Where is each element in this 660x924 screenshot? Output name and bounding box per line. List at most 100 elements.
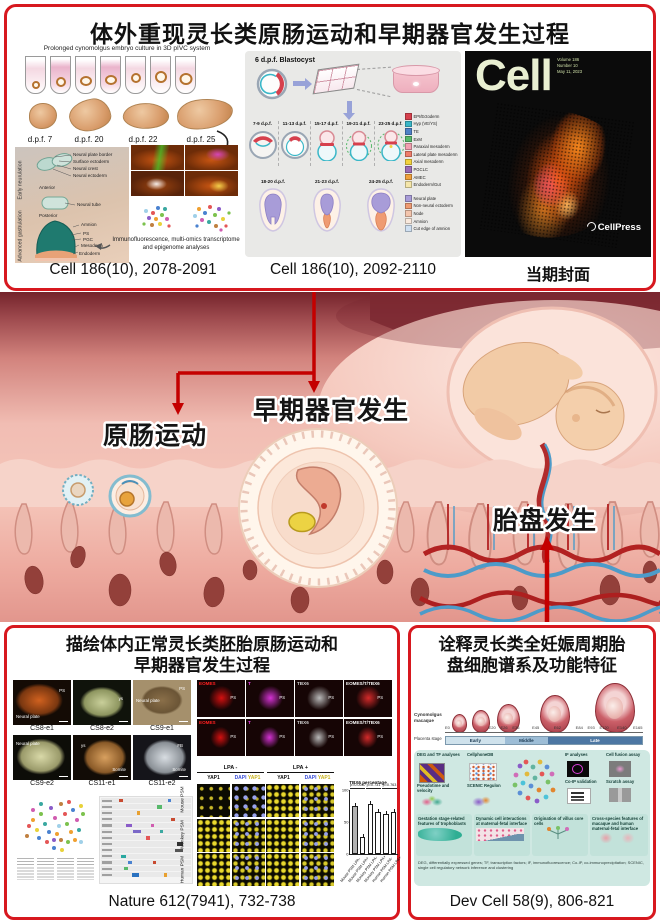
finding-box-2: Dynamic cell interactions at maternal-fe… [474,814,530,856]
schematic-subpanel: 6 d.p.f. Blastocyst 7-9 d.p.f. 11-13 d.p [245,51,461,257]
col-dapi-yap1: DAPI YAP1 [234,775,261,781]
stage-early: Early [446,737,505,744]
umap-legend-microtext [17,858,94,880]
trophoblast-art [418,828,462,842]
if-quad-images [131,145,238,196]
tissue-legend: Neural plate Non-neural ectoderm Node Am… [405,195,459,233]
invitro-panel: 体外重现灵长类原肠运动和早期器官发生过程 Prolonged cynomolgu… [4,4,656,291]
swatch [405,135,412,143]
if-thumb [567,761,589,777]
dashed-connector [356,66,391,70]
legend-item: Lateral plate mesoderm [405,150,459,158]
late-stage-label: 18-20 d.p.f. [261,179,285,184]
culture-subpanel: Prolonged cynomolgus embryo culture in 3… [13,45,241,263]
embryo-photo: ys [73,680,131,725]
legend-item: Node [405,210,459,217]
label-pgc: PGC [83,237,93,242]
stage-group: 11-13 d.p.f. [279,121,311,166]
embryo-dpf22 [121,100,171,132]
chart-title: TBX6 percentage [349,780,387,785]
umap-scatter-pair [142,205,231,232]
scratch-thumb [609,788,631,802]
uterus-stage-3 [497,704,520,733]
gestation-timeline: E0 E20 E26 E35 E45 E62 E84 E93 E120 E140… [445,725,643,733]
legend-item: PGCLC [405,166,459,173]
lpa-plus-header: LPA + [267,765,334,773]
embryo-dpf20 [66,96,114,134]
col-yap1: YAP1 [277,775,290,781]
chart-plot-area: 100 50 0 p=0.0067 p=0.731 p=0.763 [342,783,398,857]
stage-diagram [345,130,372,161]
method-label: Co-IP validation [565,779,597,784]
cell-image [300,853,334,886]
central-umap [512,759,556,804]
method-label: SCENIC Regulon [467,783,501,788]
embryo-dpf25 [176,97,234,131]
finding-box-4: Cross-species features of macaque and hu… [590,814,648,856]
flow-arrows [176,292,550,622]
cell-image [266,853,299,886]
ytick: 100 [341,787,349,793]
label-gastrulation: 原肠运动 [103,422,207,450]
cell-image [231,818,265,852]
swatch [405,128,412,135]
gastrulating-embryo [108,474,152,518]
culture-tube [125,56,146,94]
cell-image [300,818,334,852]
species-label: Cynomolgus macaque [414,712,442,723]
citation-nature: Nature 612(7941), 732-738 [108,893,296,910]
culture-tubes [25,56,196,94]
stage-label: 23-25 d.p.f. [378,121,403,126]
finding-box-3: Origination of villus core cells [532,814,588,856]
stage-diagram [377,129,404,162]
stage-diagram [248,130,277,159]
legend-item: TE [405,128,459,135]
label-ps: PS [83,231,90,236]
placenta-stage-label: Placenta stage [414,736,442,741]
late-stage-label: 21-23 d.p.f. [315,179,339,184]
label-organogenesis: 早期器官发生 [253,396,409,425]
fetus-illustration [462,341,625,451]
stage-label: 19-21 d.p.f. [346,121,371,126]
method-label: Cell fusion assay [606,752,641,757]
label-posterior: Posterior [39,213,58,218]
pseudotime-thumb [419,794,445,810]
swatch [405,225,412,232]
swatch [405,195,412,202]
legend-item: Neural plate [405,195,459,202]
label-anterior: Anterior [39,185,56,190]
citation-cell-1: Cell 186(10), 2078-2091 [49,261,217,278]
bottom-left-title-line2: 早期器官发生过程 [134,656,270,675]
stage-group: 7-9 d.p.f. [247,121,279,166]
placenta-panel: 诠释灵长类全妊娠周期胎 盘细胞谱系及功能特征 Cynomolgus macaqu… [408,625,656,920]
swatch [405,173,412,181]
umap-scatter [25,800,85,852]
ytick: 50 [344,819,349,825]
bar [359,833,366,854]
embryo-disc-diagram [367,188,395,232]
label-mesoderm: Mesoderm [81,243,103,248]
photo-caption: CS9-e2 [30,780,54,787]
cellpress-logo-icon [584,220,598,233]
top-panel-title: 体外重现灵长类原肠运动和早期器官发生过程 [90,21,570,47]
stage-late: Late [547,737,642,744]
cover-issue-info: Volume 186 Number 10 May 11, 2023 [557,57,583,74]
if-image [131,171,184,196]
implanting-embryo-small [62,474,94,506]
dpf-label: d.p.f. 22 [128,135,158,144]
methods-caption: Immunofluorescence, multi-omics transcri… [112,237,240,251]
pvalue: p=0.763 [382,783,397,789]
culture-caption: Prolonged cynomolgus embryo culture in 3… [43,45,211,52]
label-surface-ectoderm: Surface ectoderm [73,159,110,164]
row-label-human-psm: Human PSM [180,855,186,884]
